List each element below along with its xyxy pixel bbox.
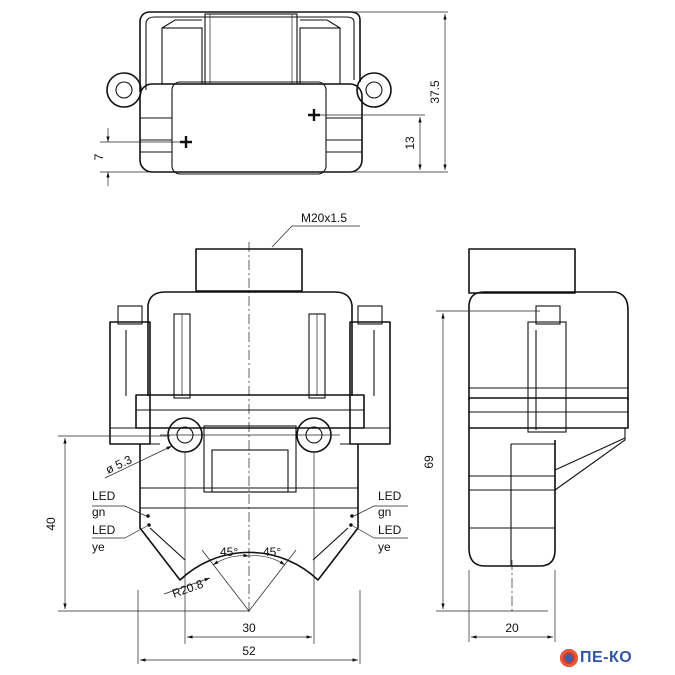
dim-37-5: 37.5 bbox=[428, 80, 442, 104]
ye-label-left: ye bbox=[92, 540, 105, 554]
side-view: 69 20 bbox=[422, 248, 629, 642]
led-ye-right-icon bbox=[349, 523, 353, 527]
radius-label: R20.8 bbox=[170, 577, 205, 601]
hole-dia-label: ø 5.3 bbox=[103, 452, 134, 476]
led-label-left-2: LED bbox=[92, 523, 116, 537]
gear-logo-icon bbox=[560, 649, 578, 667]
gn-label-left: gn bbox=[92, 505, 105, 519]
angle-left: 45° bbox=[220, 545, 238, 559]
ye-label-right: ye bbox=[378, 540, 391, 554]
led-gn-left-icon bbox=[146, 514, 150, 518]
gn-label-right: gn bbox=[378, 505, 391, 519]
dim-20: 20 bbox=[505, 621, 519, 635]
led-label-right-1: LED bbox=[378, 489, 402, 503]
brand-logo: ПЕ-КО bbox=[560, 648, 632, 668]
dim-69: 69 bbox=[422, 455, 436, 469]
led-gn-right-icon bbox=[350, 514, 354, 518]
led-ye-left-icon bbox=[147, 523, 151, 527]
thread-label: M20x1.5 bbox=[301, 211, 347, 225]
led-label-left-1: LED bbox=[92, 489, 116, 503]
dim-30: 30 bbox=[242, 621, 256, 635]
dim-7: 7 bbox=[92, 153, 106, 160]
dim-52: 52 bbox=[242, 644, 256, 658]
top-view: 37.5 13 7 bbox=[92, 11, 448, 186]
plus-marker-icon bbox=[308, 109, 320, 121]
dim-13: 13 bbox=[403, 136, 417, 150]
dim-40: 40 bbox=[44, 517, 58, 531]
led-label-right-2: LED bbox=[378, 523, 402, 537]
logo-text: ПЕ-КО bbox=[580, 649, 633, 666]
front-view: 45° 45° R20.8 M20x1.5 ø 5.3 LED gn LED y… bbox=[44, 211, 408, 664]
angle-right: 45° bbox=[263, 545, 281, 559]
